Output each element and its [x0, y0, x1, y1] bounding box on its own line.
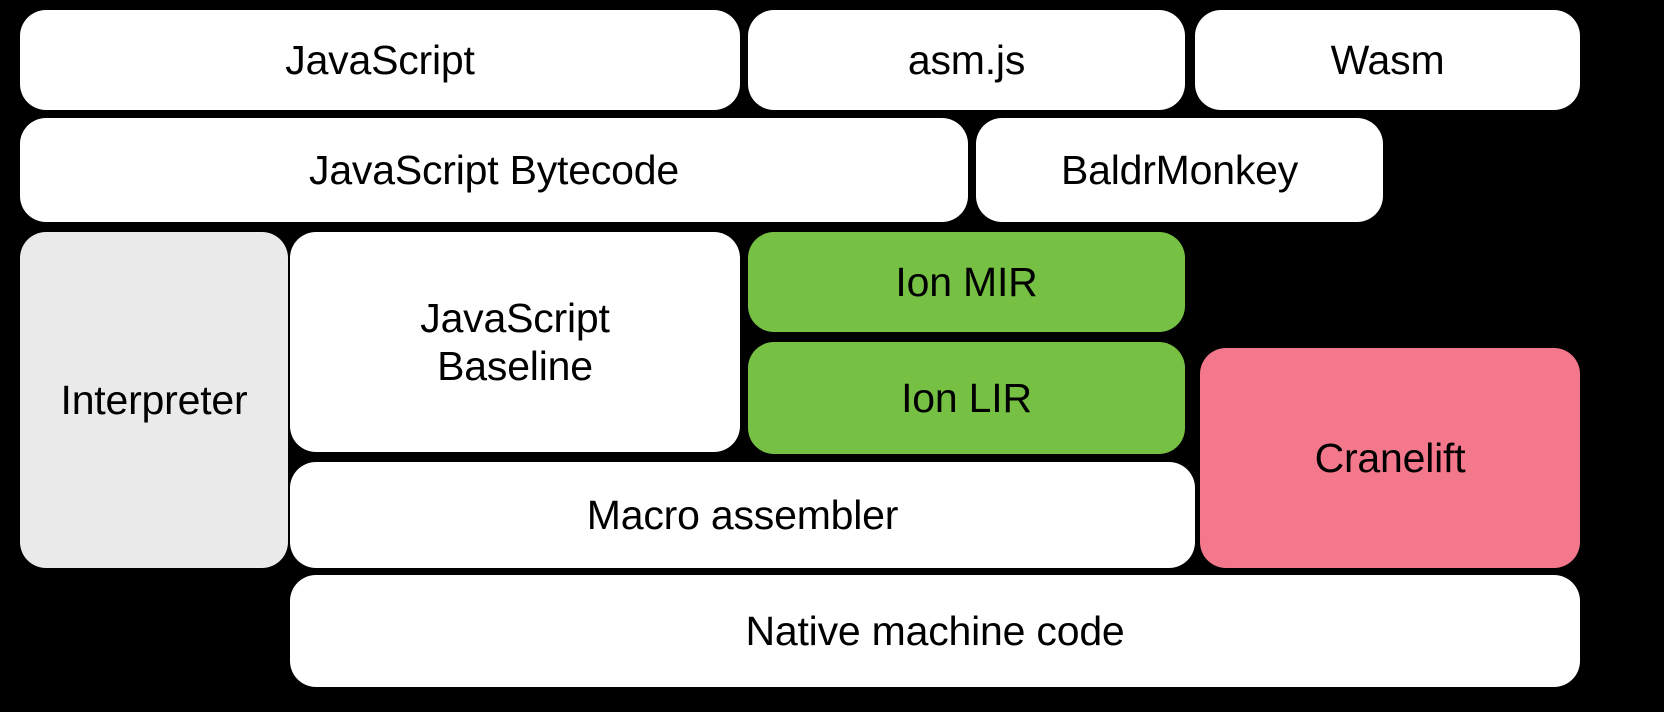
node-interpreter[interactable]: Interpreter	[20, 232, 288, 568]
node-javascript-baseline[interactable]: JavaScript Baseline	[290, 232, 740, 452]
node-baldrmonkey[interactable]: BaldrMonkey	[976, 118, 1383, 222]
node-ion-lir[interactable]: Ion LIR	[748, 342, 1185, 454]
node-javascript[interactable]: JavaScript	[20, 10, 740, 110]
node-wasm[interactable]: Wasm	[1195, 10, 1580, 110]
node-ion-mir[interactable]: Ion MIR	[748, 232, 1185, 332]
node-asm-js[interactable]: asm.js	[748, 10, 1185, 110]
node-cranelift[interactable]: Cranelift	[1200, 348, 1580, 568]
node-macro-assembler[interactable]: Macro assembler	[290, 462, 1195, 568]
node-javascript-bytecode[interactable]: JavaScript Bytecode	[20, 118, 968, 222]
node-native-machine-code[interactable]: Native machine code	[290, 575, 1580, 687]
